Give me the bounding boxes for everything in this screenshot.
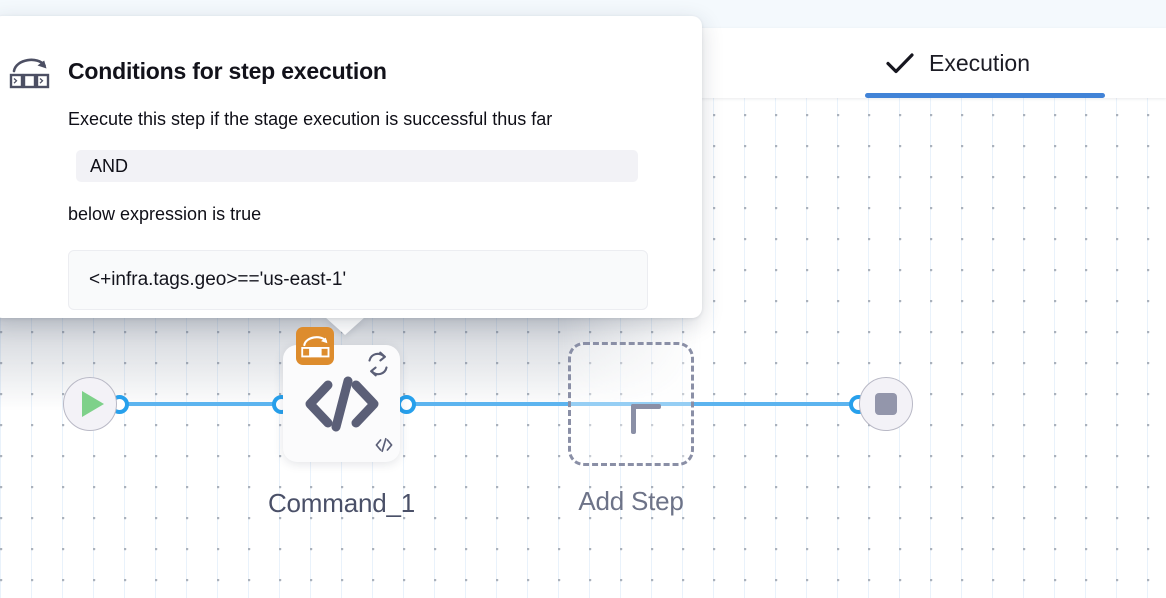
- tab-active-underline: [865, 93, 1105, 98]
- step-conditions-popover: Conditions for step execution Execute th…: [0, 16, 702, 318]
- command-step-icon: [8, 54, 50, 92]
- condition-expression-field[interactable]: <+infra.tags.geo>=='us-east-1': [68, 250, 648, 310]
- command-step-node[interactable]: [283, 327, 400, 462]
- add-step-button[interactable]: [568, 342, 694, 466]
- popover-condition-line-2: below expression is true: [68, 204, 262, 224]
- add-step-label: Add Step: [578, 486, 684, 516]
- connector-command-to-end: [398, 402, 863, 406]
- pipeline-start-node[interactable]: [63, 377, 117, 431]
- connector-start-to-command: [112, 402, 292, 406]
- code-icon: [283, 345, 400, 462]
- play-icon: [82, 391, 104, 417]
- popover-tail: [325, 317, 365, 335]
- command-step-badge-icon: [296, 327, 334, 365]
- tab-execution[interactable]: Execution: [885, 28, 1030, 98]
- pipeline-end-node[interactable]: [859, 377, 913, 431]
- looping-strategy-icon[interactable]: [363, 349, 393, 379]
- popover-title: Conditions for step execution: [68, 58, 387, 84]
- stop-icon: [875, 393, 897, 415]
- popover-condition-line-1: Execute this step if the stage execution…: [68, 109, 553, 129]
- check-icon: [885, 51, 915, 75]
- condition-operator-field[interactable]: AND: [76, 150, 638, 182]
- code-icon-small: [374, 436, 394, 456]
- tab-execution-label: Execution: [929, 49, 1031, 76]
- command-step-label: Command_1: [267, 488, 416, 518]
